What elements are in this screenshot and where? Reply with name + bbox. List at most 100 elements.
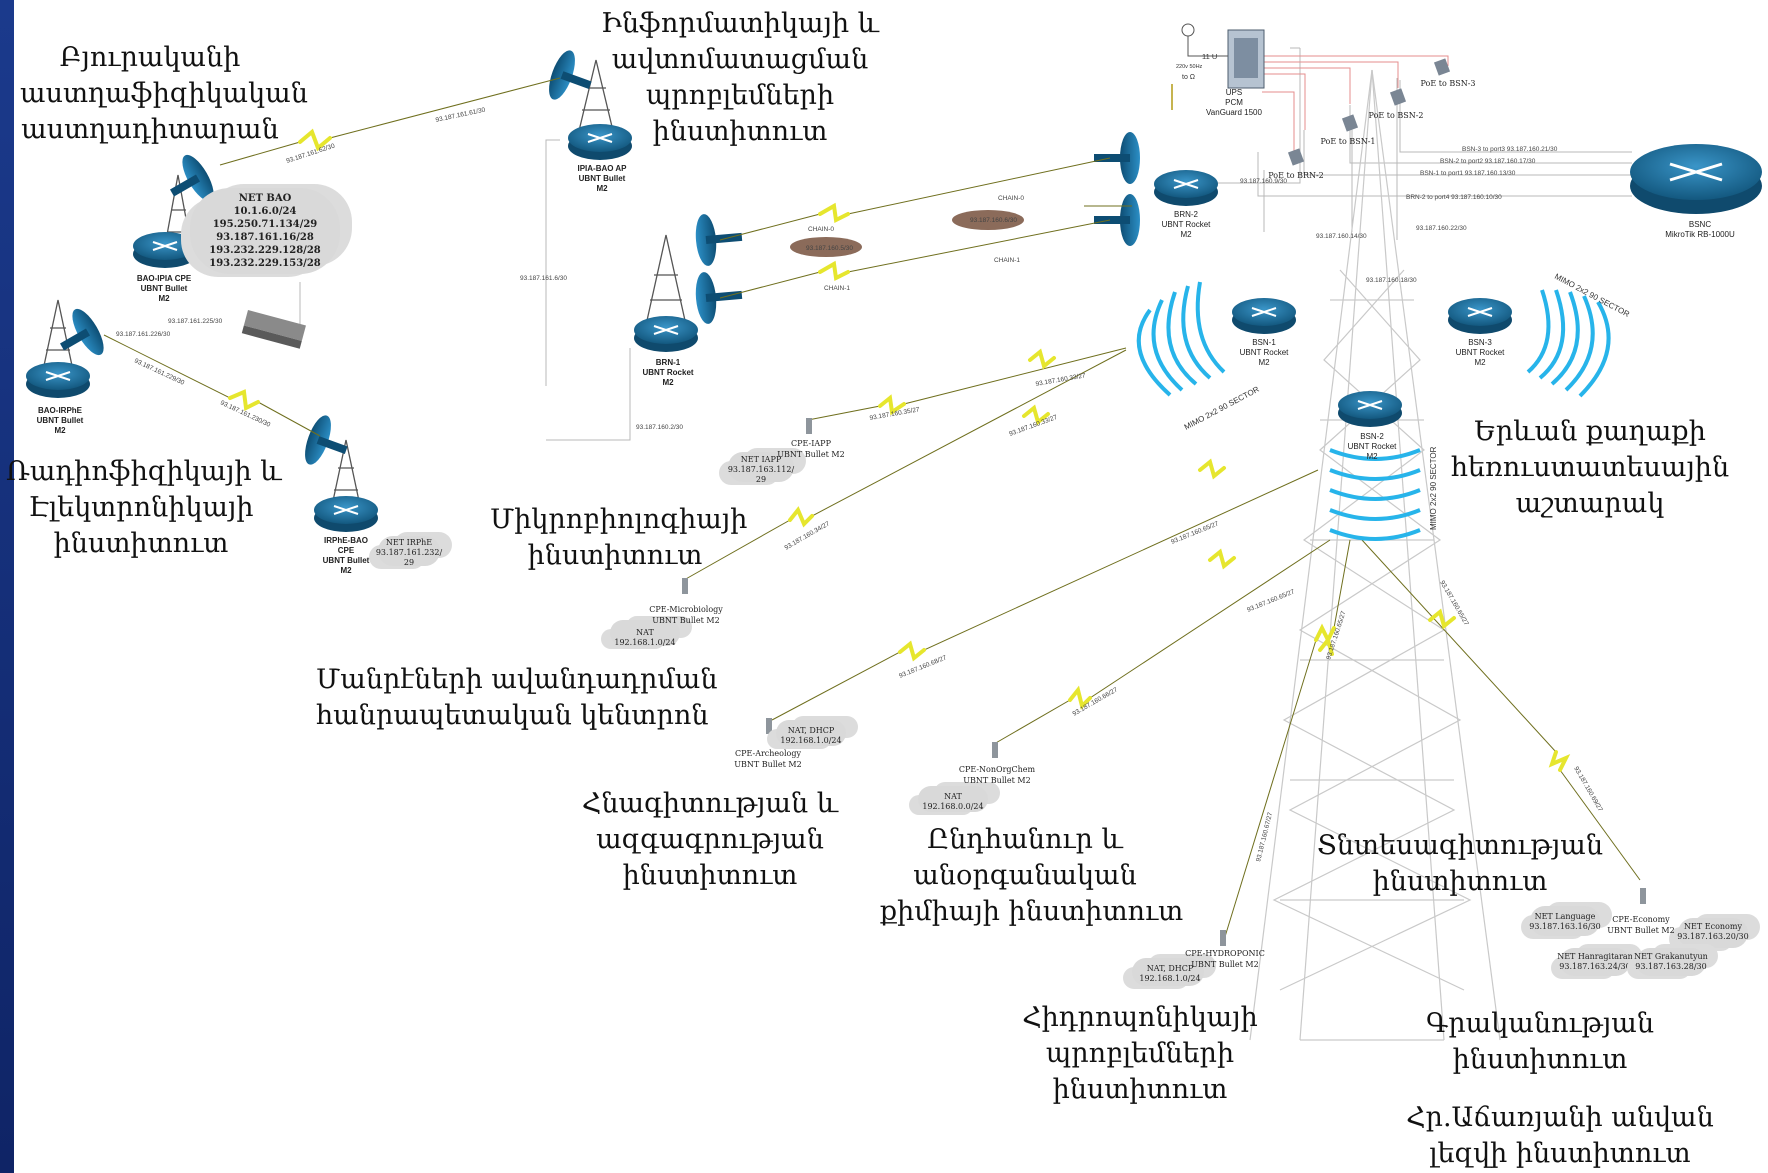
lbl-p4: BRN-2 to port4 93.187.160.10/30 (1406, 194, 1502, 201)
cloud-net-irphe (378, 536, 440, 566)
node-brn2: BRN-2 UBNT Rocket M2 (1161, 210, 1211, 239)
ups-size: 11 U (1202, 52, 1218, 61)
router-icons (26, 124, 1762, 532)
lbl-l2: 93.187.161.6/30 (520, 275, 567, 282)
label-literature: Գրականության ինստիտուտ (1425, 1008, 1655, 1075)
label-tower: Երևան քաղաքի հեռուստատեսային աշտարակ (1450, 416, 1730, 519)
node-ipia-bao-ap: IPIA-BAO AP UBNT Bullet M2 (577, 164, 627, 193)
lbl-l3: 93.187.161.225/30 (168, 318, 223, 325)
lbl-l7: 93.187.160.2/30 (636, 424, 683, 431)
cloud-nat-chem (918, 786, 988, 812)
sector-bsn3 (1526, 289, 1611, 398)
poe-icons (1287, 58, 1451, 166)
poe-bsn1-label: PoE to BSN-1 (1320, 137, 1376, 146)
mast-icons (41, 59, 687, 516)
lbl-chain-a: 93.187.160.5/30 (806, 245, 853, 252)
node-ups: UPS PCM VanGuard 1500 (1206, 88, 1262, 117)
lbl-sector-bsn2: MIMO 2x2 90 SECTOR (1429, 446, 1438, 530)
lbl-chain-b: 93.187.160.6/30 (970, 217, 1017, 224)
lbl-chain0b: CHAIN-0 (998, 195, 1024, 202)
nat-arch-label: NAT, DHCP 192.168.1.0/24 (780, 726, 842, 745)
slide-left-band (0, 0, 14, 1173)
cloud-nat-arch (776, 720, 846, 746)
wire-ipia (545, 139, 560, 386)
net-irphe-label: NET IRPhE 93.187.161.232/ 29 (375, 538, 443, 567)
net-bao-label: NET BAO 10.1.6.0/24 195.250.71.134/29 93… (209, 193, 321, 269)
lbl-micro1: 93.187.160.34/27 (784, 520, 832, 552)
ups-icon (1171, 23, 1265, 110)
lbl-p1: BSN-1 to port1 93.187.160.13/30 (1420, 170, 1516, 177)
lbl-chain0a: CHAIN-0 (808, 226, 834, 233)
net-language-label: NET Language 93.187.163.16/30 (1529, 912, 1601, 931)
wire-brn2-port (1257, 152, 1632, 197)
poe-bsn2-label: PoE to BSN-2 (1368, 111, 1424, 120)
lbl-chain1a: CHAIN-1 (824, 285, 850, 292)
node-bsn2: BSN-2 UBNT Rocket M2 (1347, 432, 1397, 461)
lbl-bsn2a: 93.187.160.65/27 (1170, 520, 1220, 546)
label-informatics: Ինֆորմատիկայի և ավտոմատացման պրոբլեմների… (601, 8, 879, 147)
bsnc-router-icon (1630, 144, 1762, 214)
ups-power: 220v 50Hz (1176, 64, 1203, 70)
switch-icon (241, 310, 306, 349)
net-iapp-label: NET IAPP 93.187.163.112/ 29 (727, 455, 795, 484)
node-cpe-iapp: CPE-IAPP UBNT Bullet M2 (777, 439, 845, 459)
lbl-arch2: 93.187.160.65/27 (1246, 588, 1296, 614)
lbl-tower2: 93.187.160.18/30 (1366, 277, 1417, 284)
node-bao-ipia-cpe: BAO-IPIA CPE UBNT Bullet M2 (136, 274, 192, 303)
lbl-brn2-up: 93.187.160.9/30 (1240, 178, 1287, 185)
net-economy-label: NET Economy 93.187.163.20/30 (1677, 922, 1749, 941)
cloud-nat-hydro (1132, 958, 1204, 986)
label-language: Հր.Աճառյանի անվան լեզվի ինստիտուտ (1406, 1102, 1714, 1169)
lbl-sector-bsn3: MIMO 2x2 90 SECTOR (1553, 272, 1631, 319)
net-hanragitaran-label: NET Hanragitaran 93.187.163.24/30 (1557, 952, 1633, 971)
lbl-chain1b: CHAIN-1 (994, 257, 1020, 264)
node-cpe-micro: CPE-Microbiology UBNT Bullet M2 (649, 605, 723, 625)
wireless-links-highlight (228, 128, 1571, 772)
dish-antennas (60, 50, 1140, 465)
power-cables (1262, 55, 1449, 152)
cloud-net-hanragitaran (1560, 948, 1630, 976)
lbl-p2: BSN-2 to port2 93.187.160.17/30 (1440, 158, 1536, 165)
nat-micro-label: NAT 192.168.1.0/24 (614, 628, 676, 647)
ups-ground: to Ω (1182, 74, 1196, 81)
lbl-micro2: 93.187.160.33/27 (1008, 414, 1058, 438)
node-bsn3: BSN-3 UBNT Rocket M2 (1455, 338, 1505, 367)
node-brn1: BRN-1 UBNT Rocket M2 (642, 358, 694, 387)
cloud-net-grakanutyun (1636, 948, 1706, 976)
nat-hydro-label: NAT, DHCP 192.168.1.0/24 (1139, 964, 1201, 983)
sector-bsn2 (1329, 448, 1421, 541)
label-microbiology: Միկրոբիոլոգիայի ինստիտուտ (490, 504, 748, 571)
lbl-l1b: 93.187.161.62/30 (285, 142, 336, 164)
label-economy: Տնտեսագիտության ինստիտուտ (1316, 830, 1604, 897)
lbl-iapp2: 93.187.160.33/27 (1035, 372, 1086, 388)
node-bsn1: BSN-1 UBNT Rocket M2 (1239, 338, 1289, 367)
label-hydroponic: Հիդրոպոնիկայի պրոբլեմների ինստիտուտ (1022, 1002, 1258, 1105)
node-bsnc: BSNC MikroTik RB-1000U (1665, 220, 1735, 239)
cloud-net-language (1530, 906, 1600, 936)
node-bao-irphe: BAO-IRPhE UBNT Bullet M2 (36, 406, 84, 435)
node-cpe-econ: CPE-Economy UBNT Bullet M2 (1607, 915, 1675, 935)
node-cpe-hydro: CPE-HYDROPONIC UBNT Bullet M2 (1185, 949, 1265, 969)
node-cpe-arch: CPE-Archeology UBNT Bullet M2 (734, 749, 802, 769)
cloud-nat-micro (610, 620, 680, 646)
label-archeology: Հնագիտության և ազգագրության ինստիտուտ (581, 788, 839, 891)
node-cpe-chem: CPE-NonOrgChem UBNT Bullet M2 (958, 765, 1036, 785)
lbl-tower3: 93.187.160.22/30 (1416, 225, 1467, 232)
lbl-hydro: 93.187.160.67/27 (1255, 811, 1274, 862)
net-grakanutyun-label: NET Grakanutyun 93.187.163.28/30 (1634, 952, 1708, 971)
label-chemistry: Ընդհանուր և անօրգանական քիմիայի ինստիտու… (880, 824, 1184, 927)
label-radiophysics: Ռադիոֆիզիկայի և Էլեկտրոնիկայի ինստիտուտ (6, 456, 282, 559)
lbl-p3: BSN-3 to port3 93.187.160.21/30 (1462, 146, 1558, 153)
node-irphe-bao: IRPhE-BAO CPE UBNT Bullet M2 (322, 536, 370, 575)
label-byurakan: Բյուրականի աստղաֆիզիկական աստղադիտարան (20, 42, 308, 145)
poe-bsn3-label: PoE to BSN-3 (1420, 79, 1476, 88)
wire-brn1 (546, 348, 631, 441)
sector-bsn1 (1136, 281, 1226, 397)
lbl-l4: 93.187.161.226/30 (116, 331, 171, 338)
cpe-icons (682, 418, 1646, 946)
nat-chem-label: NAT 192.168.0.0/24 (922, 792, 984, 811)
lbl-arch1: 93.187.160.68/27 (898, 654, 948, 680)
chain-clouds (790, 210, 1024, 257)
